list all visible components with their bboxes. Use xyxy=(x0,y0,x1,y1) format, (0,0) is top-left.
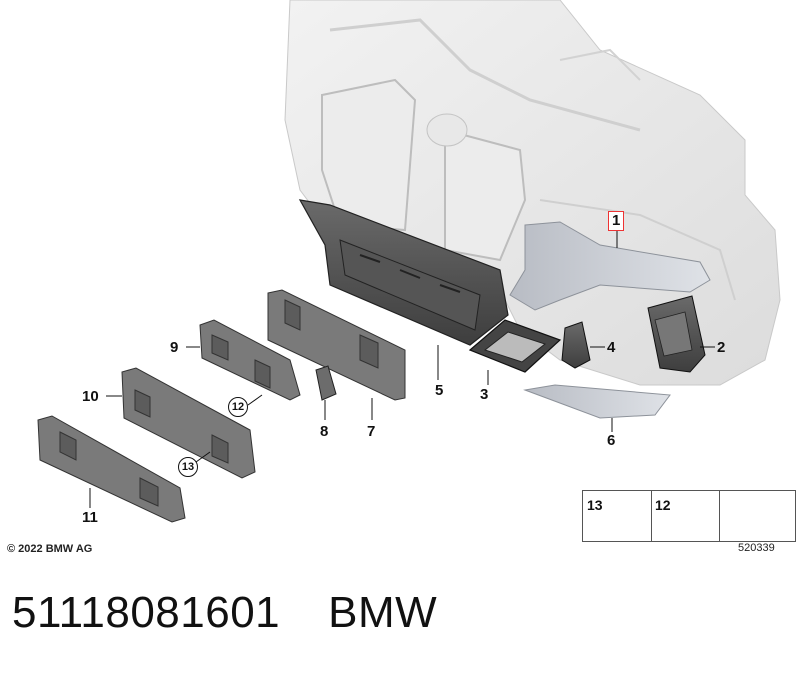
legend-number-13: 13 xyxy=(587,497,603,513)
part-10-cover-plate xyxy=(121,367,256,479)
brand-name: BMW xyxy=(328,588,438,637)
callout-8[interactable]: 8 xyxy=(320,423,329,440)
callout-13[interactable]: 13 xyxy=(178,457,198,477)
callout-5[interactable]: 5 xyxy=(435,382,444,399)
part-5-lower-grille xyxy=(298,199,509,346)
part-6-lower-trim xyxy=(523,384,671,419)
part-1-trim-strip xyxy=(509,221,711,311)
part-4-bracket xyxy=(561,321,591,369)
callout-6[interactable]: 6 xyxy=(607,432,616,449)
callout-1[interactable]: 1 xyxy=(608,211,625,231)
legend-cell-13[interactable]: 13 xyxy=(583,491,652,541)
part-8-cap xyxy=(315,365,337,401)
callout-10[interactable]: 10 xyxy=(82,388,99,405)
callout-3[interactable]: 3 xyxy=(480,386,489,403)
copyright-text: © 2022 BMW AG xyxy=(7,543,93,555)
footer-caption: 51118081601 BMW xyxy=(12,588,437,638)
part-3-air-duct-frame xyxy=(468,319,562,373)
legend-number-12: 12 xyxy=(655,497,671,513)
callout-9[interactable]: 9 xyxy=(170,339,179,356)
part-number: 51118081601 xyxy=(12,588,281,637)
leader-lines xyxy=(89,230,715,508)
fastener-legend: 13 12 xyxy=(582,490,796,542)
image-number: 520339 xyxy=(738,542,775,554)
callout-7[interactable]: 7 xyxy=(367,423,376,440)
legend-cell-12[interactable]: 12 xyxy=(651,491,720,541)
part-9-cover-plate xyxy=(199,319,301,401)
part-11-cover-plate xyxy=(37,415,186,523)
callout-2[interactable]: 2 xyxy=(717,339,726,356)
callout-12[interactable]: 12 xyxy=(228,397,248,417)
legend-cell-arrow xyxy=(719,491,795,541)
callout-11[interactable]: 11 xyxy=(82,509,98,526)
part-7-cover-plate xyxy=(267,289,406,401)
part-2-air-guide xyxy=(647,295,706,373)
callout-4[interactable]: 4 xyxy=(607,339,616,356)
